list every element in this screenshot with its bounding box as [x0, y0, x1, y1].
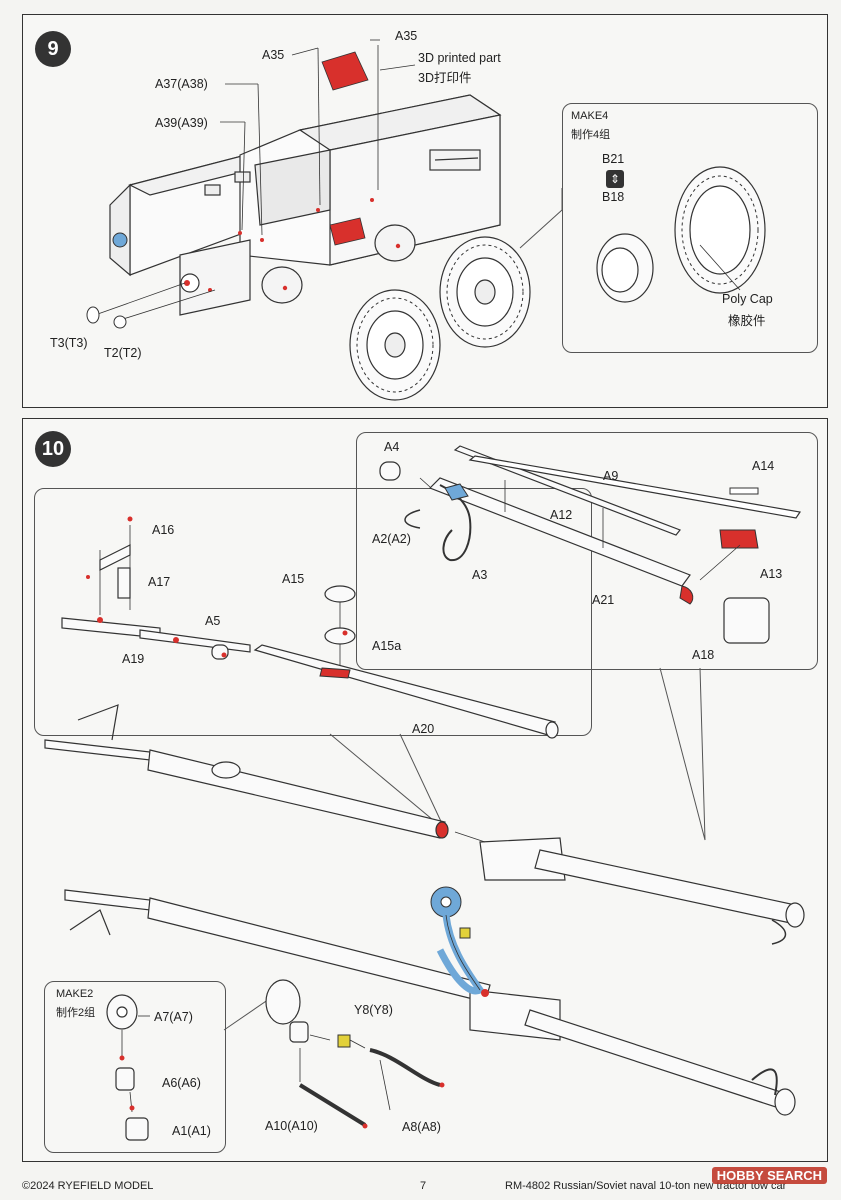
step9-number: 9 [35, 31, 71, 67]
label-a12: A12 [550, 508, 573, 522]
label-a19: A19 [122, 652, 145, 666]
label-a9: A9 [603, 469, 619, 483]
label-a18: A18 [692, 648, 715, 662]
label-a6: A6(A6) [162, 1076, 201, 1090]
label-b21: B21 [602, 152, 625, 166]
label-y8: Y8(Y8) [354, 1003, 393, 1017]
label-a15a: A15a [372, 639, 402, 653]
step10-number: 10 [35, 431, 71, 467]
label-a10: A10(A10) [265, 1119, 318, 1133]
make4-callout [562, 103, 818, 353]
step10-panel: 10 [22, 418, 828, 1162]
label-a37: A37(A38) [155, 77, 208, 91]
footer-copyright: ©2024 RYEFIELD MODEL [22, 1180, 154, 1192]
label-a8: A8(A8) [402, 1120, 441, 1134]
a20-detail-callout [34, 488, 592, 736]
a21-detail-callout [356, 432, 818, 670]
make2-title-cn: 制作2组 [56, 1007, 96, 1019]
label-3d-printed-en: 3D printed part [418, 51, 501, 65]
label-polycap-cn: 橡胶件 [728, 314, 766, 328]
step9-drawing [86, 39, 766, 401]
label-polycap-en: Poly Cap [722, 292, 773, 306]
make2-callout [44, 981, 226, 1153]
make2-title: MAKE2 [56, 988, 94, 1000]
footer-page-number: 7 [420, 1180, 427, 1192]
label-a39: A39(A39) [155, 116, 208, 130]
make4-title: MAKE4 [571, 110, 609, 122]
label-a35-right: A35 [395, 29, 418, 43]
label-a3: A3 [472, 568, 488, 582]
label-a5: A5 [205, 614, 221, 628]
label-a16: A16 [152, 523, 175, 537]
label-a14: A14 [752, 459, 775, 473]
hobby-search-watermark: HOBBY SEARCH [711, 1167, 827, 1184]
label-b18: B18 [602, 190, 625, 204]
label-3d-printed-cn: 3D打印件 [418, 71, 472, 85]
label-a21: A21 [592, 593, 615, 607]
label-a1: A1(A1) [172, 1124, 211, 1138]
label-a15: A15 [282, 572, 305, 586]
label-a4: A4 [384, 440, 400, 454]
label-a17: A17 [148, 575, 171, 589]
label-t2: T2(T2) [104, 346, 142, 360]
label-a35-left: A35 [262, 48, 285, 62]
label-a20: A20 [412, 722, 435, 736]
label-t3: T3(T3) [50, 336, 88, 350]
label-a2: A2(A2) [372, 532, 411, 546]
make4-title-cn: 制作4组 [571, 129, 611, 141]
swap-arrows-icon: ⇕ [606, 170, 624, 188]
label-a7: A7(A7) [154, 1010, 193, 1024]
label-a13: A13 [760, 567, 783, 581]
